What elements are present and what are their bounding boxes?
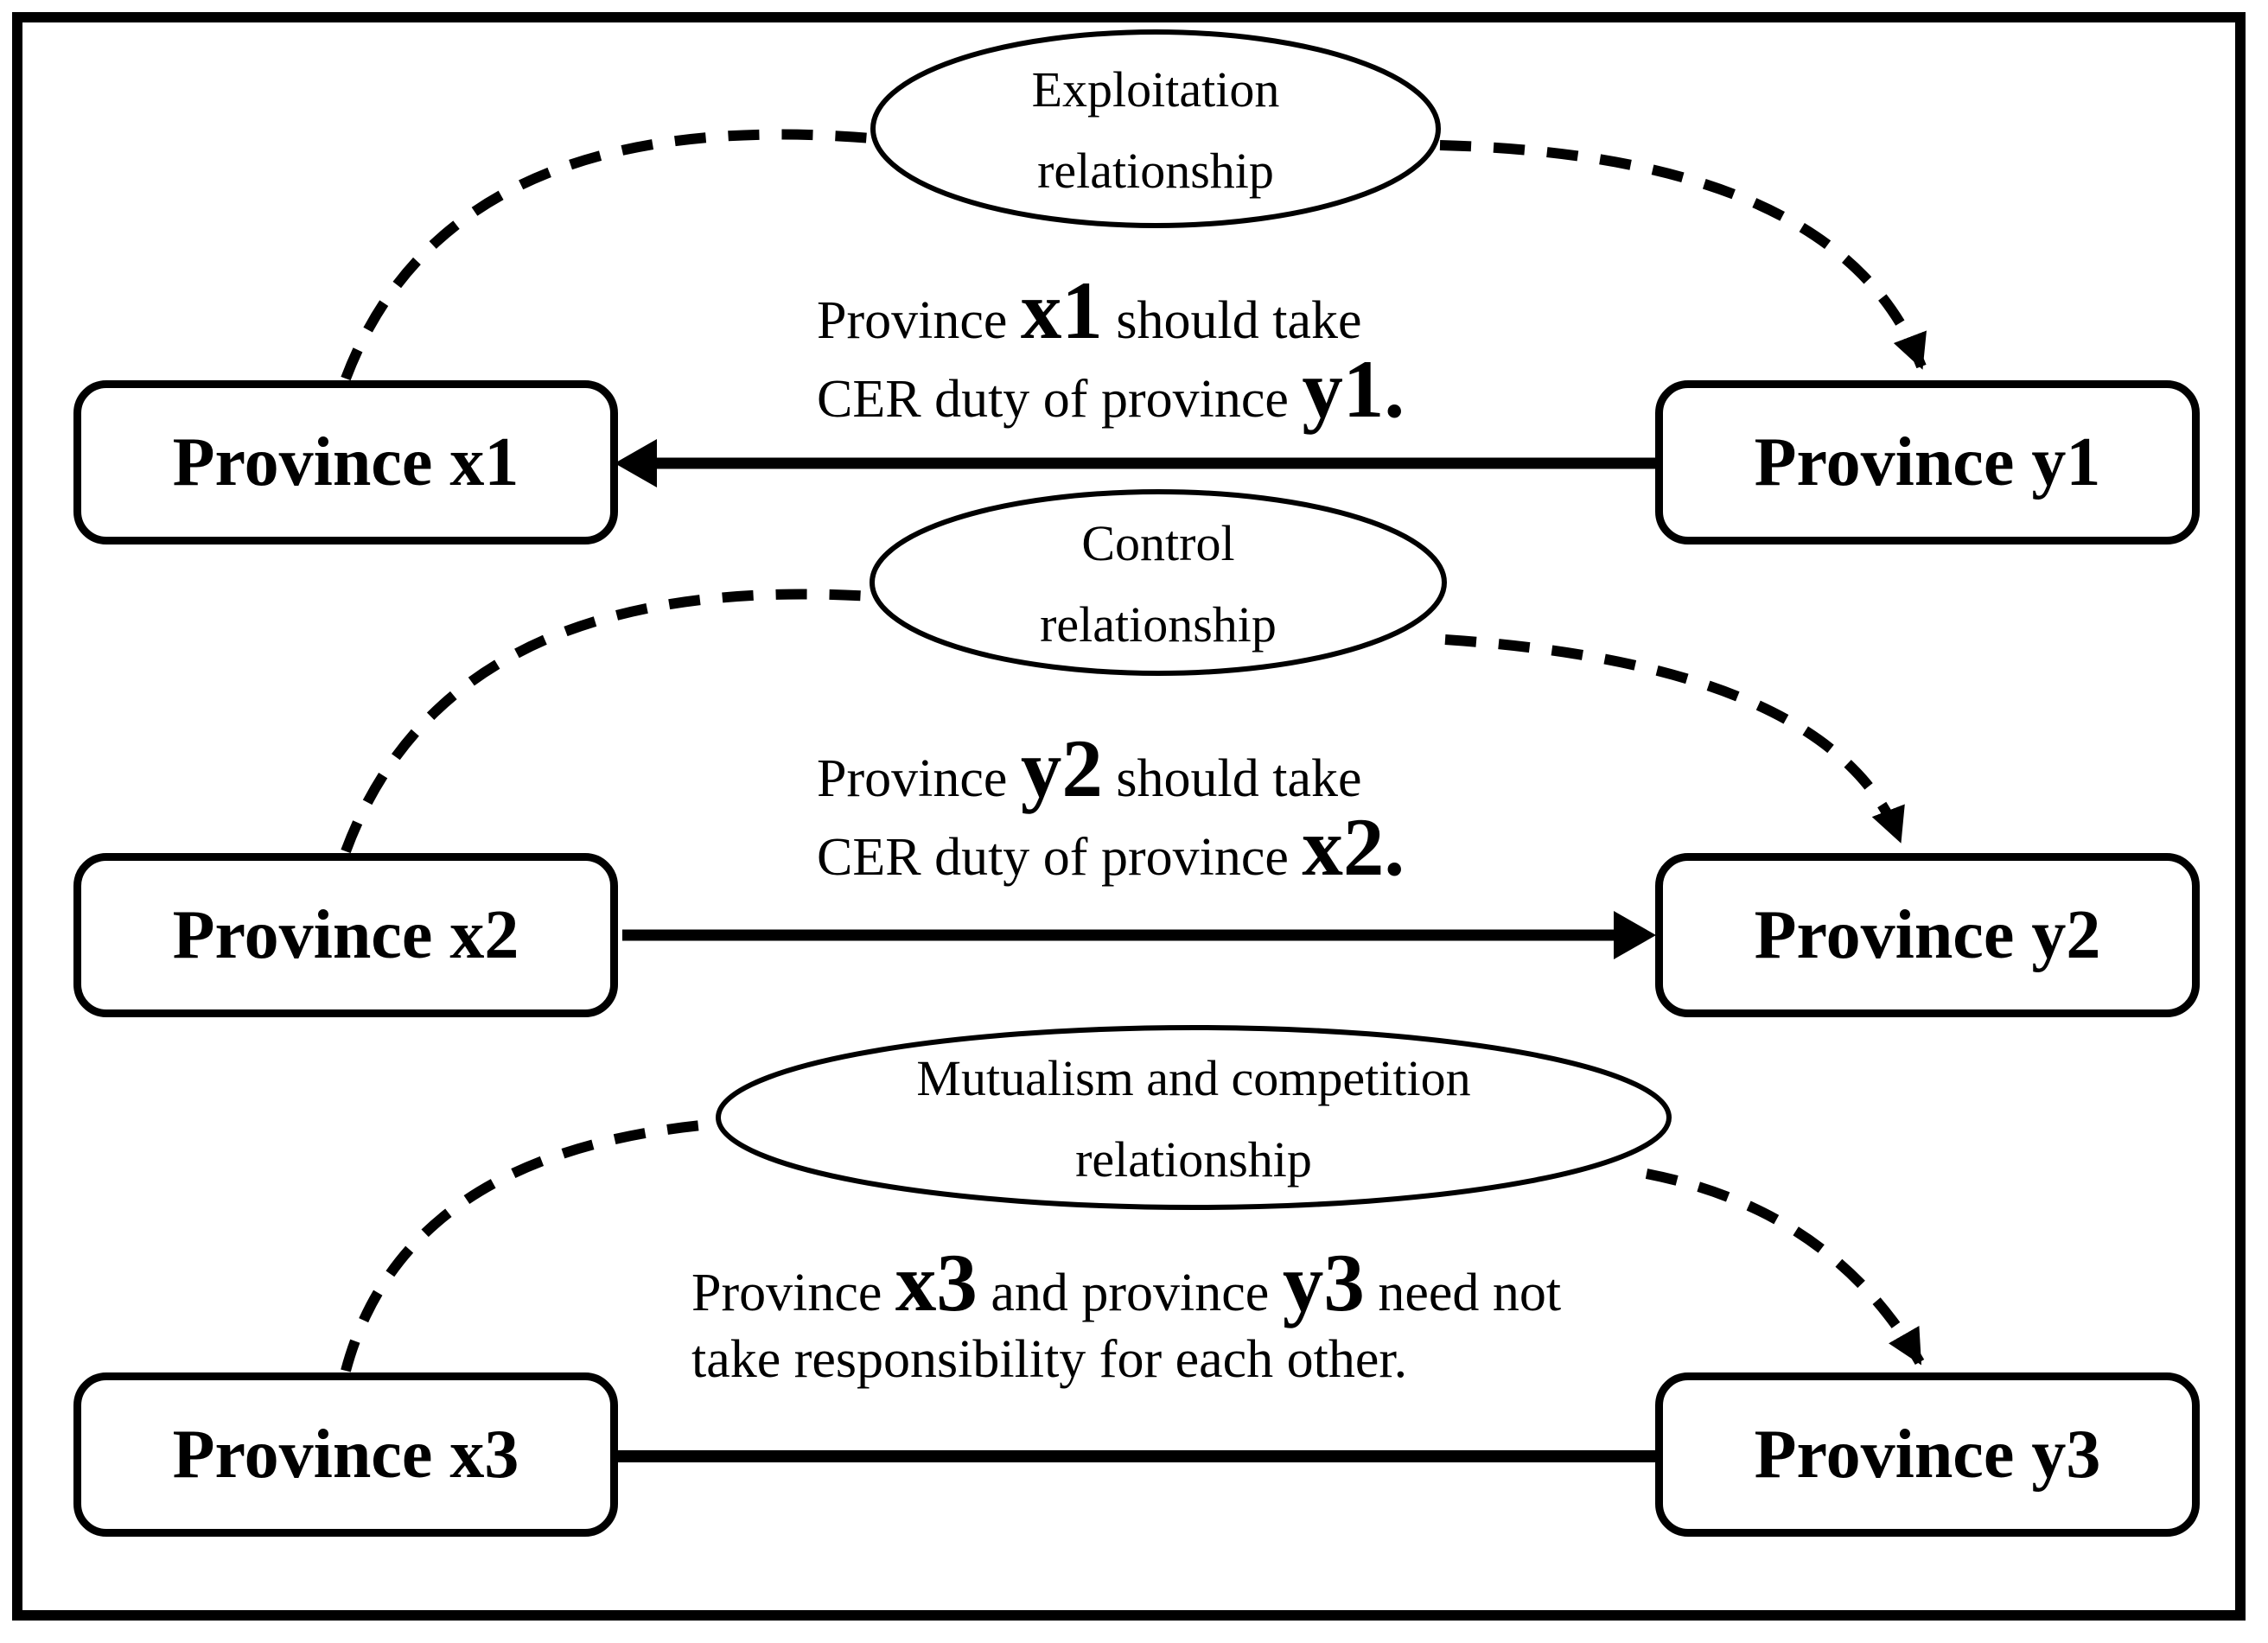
caption-province-code: y1. xyxy=(1302,343,1405,435)
province-x2-box: Province x2 xyxy=(73,853,618,1017)
caption-text: Province xyxy=(817,291,1021,350)
mutualism-relationship-ellipse xyxy=(716,1025,1672,1210)
caption-row3-line2: take responsibility for each other. xyxy=(691,1333,1407,1386)
caption-text: need not xyxy=(1364,1264,1562,1322)
caption-row1-line2: CER duty of province y1. xyxy=(817,348,1405,430)
caption-province-code: y2 xyxy=(1020,723,1103,814)
dashed-connector-province-x1-to-exploitation xyxy=(341,129,872,381)
province-x3-box: Province x3 xyxy=(73,1372,618,1537)
caption-row3-line1: Province x3 and province y3 need not xyxy=(691,1242,1561,1324)
province-x2-label: Province x2 xyxy=(172,896,519,973)
outer-border xyxy=(12,12,2246,1621)
caption-text: Province xyxy=(691,1264,895,1322)
dashed-arrow-control-to-province-y2 xyxy=(1444,634,1905,844)
caption-province-code: x3 xyxy=(895,1237,978,1328)
caption-row2-line2: CER duty of province x2. xyxy=(817,806,1405,888)
caption-row2-line1: Province y2 should take xyxy=(817,728,1362,810)
dashed-connector-province-x2-to-control xyxy=(341,589,872,854)
exploitation-relationship-label: Exploitation relationship xyxy=(810,49,1501,212)
mutualism-label-line1: Mutualism and competition xyxy=(916,1050,1471,1106)
dashed-arrow-mutualism-to-province-y3 xyxy=(1645,1169,1925,1366)
dashed-arrow-exploitation-to-province-y1 xyxy=(1439,140,1927,370)
province-y1-box: Province y1 xyxy=(1655,380,2200,544)
caption-province-code: x2. xyxy=(1302,801,1405,893)
province-y3-box: Province y3 xyxy=(1655,1372,2200,1537)
caption-province-code: x1 xyxy=(1020,264,1103,356)
caption-text: Province xyxy=(817,749,1021,808)
province-x1-label: Province x1 xyxy=(172,423,519,500)
exploitation-label-line2: relationship xyxy=(1037,143,1274,199)
province-y2-box: Province y2 xyxy=(1655,853,2200,1017)
control-relationship-ellipse xyxy=(870,489,1447,676)
caption-province-code: y3 xyxy=(1282,1237,1365,1328)
province-y1-label: Province y1 xyxy=(1754,423,2101,500)
control-label-line2: relationship xyxy=(1040,596,1277,653)
caption-text: CER duty of province xyxy=(817,370,1303,429)
province-y2-label: Province y2 xyxy=(1754,896,2101,973)
province-y3-label: Province y3 xyxy=(1754,1416,2101,1493)
caption-text: should take xyxy=(1102,749,1362,808)
caption-text: and province xyxy=(977,1264,1283,1322)
exploitation-label-line1: Exploitation xyxy=(1031,61,1280,118)
province-x1-box: Province x1 xyxy=(73,380,618,544)
control-label-line1: Control xyxy=(1081,515,1235,571)
mutualism-relationship-label: Mutualism and competition relationship xyxy=(675,1038,1712,1200)
arrowhead-into-province-x1 xyxy=(615,439,657,487)
caption-row1-line1: Province x1 should take xyxy=(817,270,1362,352)
exploitation-relationship-ellipse xyxy=(870,29,1441,228)
caption-text: CER duty of province xyxy=(817,828,1303,887)
caption-text: take responsibility for each other. xyxy=(691,1330,1408,1389)
province-x3-label: Province x3 xyxy=(172,1416,519,1493)
arrowhead-into-province-y2 xyxy=(1614,911,1656,959)
dashed-connector-province-x3-to-mutualism xyxy=(341,1118,721,1372)
control-relationship-label: Control relationship xyxy=(812,503,1504,665)
caption-text: should take xyxy=(1102,291,1362,350)
mutualism-label-line2: relationship xyxy=(1075,1131,1312,1188)
